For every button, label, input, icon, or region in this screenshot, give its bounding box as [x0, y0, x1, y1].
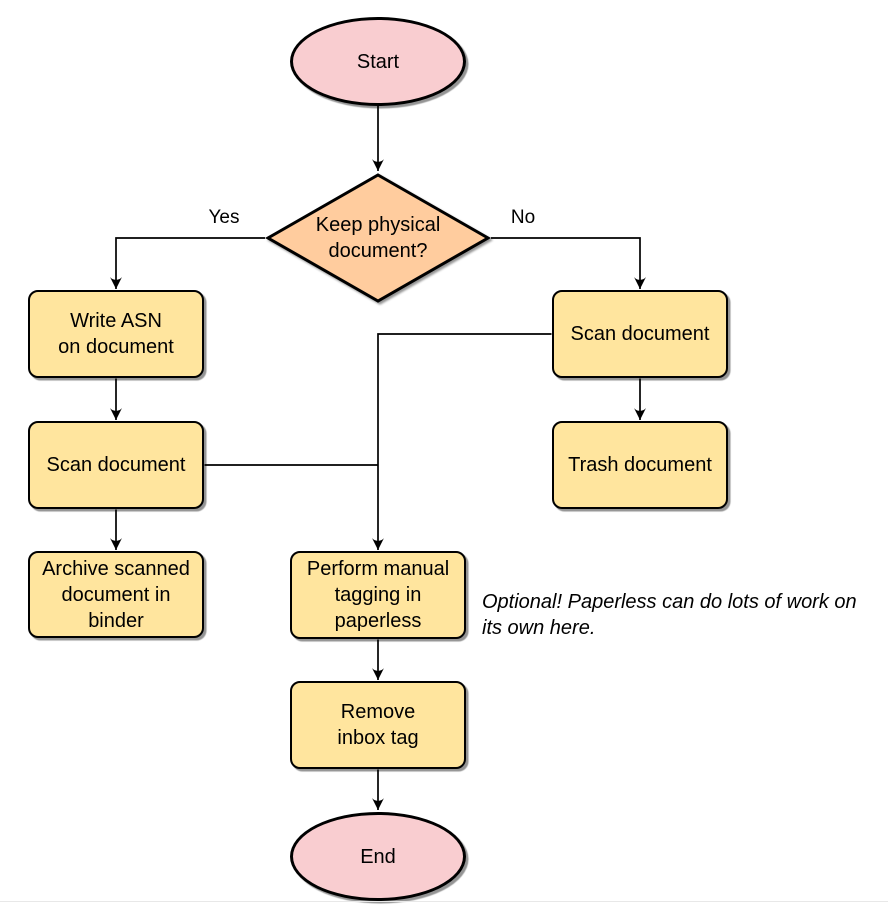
node-label: Perform manual [306, 558, 450, 580]
node-archive-scanned: Archive scanned document in binder [28, 551, 204, 638]
bottom-divider [0, 901, 888, 902]
node-scan-document-right: Scan document [552, 290, 728, 378]
node-label: binder [88, 609, 144, 632]
node-label: on document [58, 336, 174, 358]
node-write-asn: Write ASN on document [28, 290, 204, 378]
node-label: Start [356, 50, 400, 73]
node-label: inbox tag [337, 727, 419, 749]
node-label: document? [328, 240, 428, 262]
node-label: Scan document [46, 454, 186, 476]
node-manual-tagging: Perform manual tagging in paperless [290, 551, 466, 639]
diamond-shape [265, 173, 491, 303]
node-scan-document-left: Scan document [28, 421, 204, 509]
node-label: Trash document [568, 454, 712, 476]
node-end: End [290, 812, 466, 901]
node-label: Scan document [570, 323, 710, 345]
annotation-text: Optional! Paperless can do lots of work … [482, 591, 857, 639]
edge-label-no: No [510, 207, 536, 228]
edge-decision-no-to-scan-right [491, 237, 646, 289]
node-label: paperless [334, 610, 422, 632]
node-keep-physical-decision: Keep physical document? [265, 172, 491, 304]
edge-scan-right-to-tagging [372, 333, 552, 550]
edge-label-yes: Yes [208, 207, 240, 228]
node-label: Write ASN [70, 310, 162, 332]
node-label: End [360, 845, 396, 868]
node-remove-inbox-tag: Remove inbox tag [290, 681, 466, 769]
node-label: tagging in [334, 584, 422, 606]
node-start: Start [290, 17, 466, 106]
node-label: Remove [340, 701, 416, 723]
node-label: document in [61, 583, 171, 606]
node-label: Keep physical [315, 214, 441, 236]
node-trash-document: Trash document [552, 421, 728, 509]
node-label: Archive scanned [42, 557, 190, 580]
edge-decision-yes-to-write-asn [110, 237, 265, 289]
